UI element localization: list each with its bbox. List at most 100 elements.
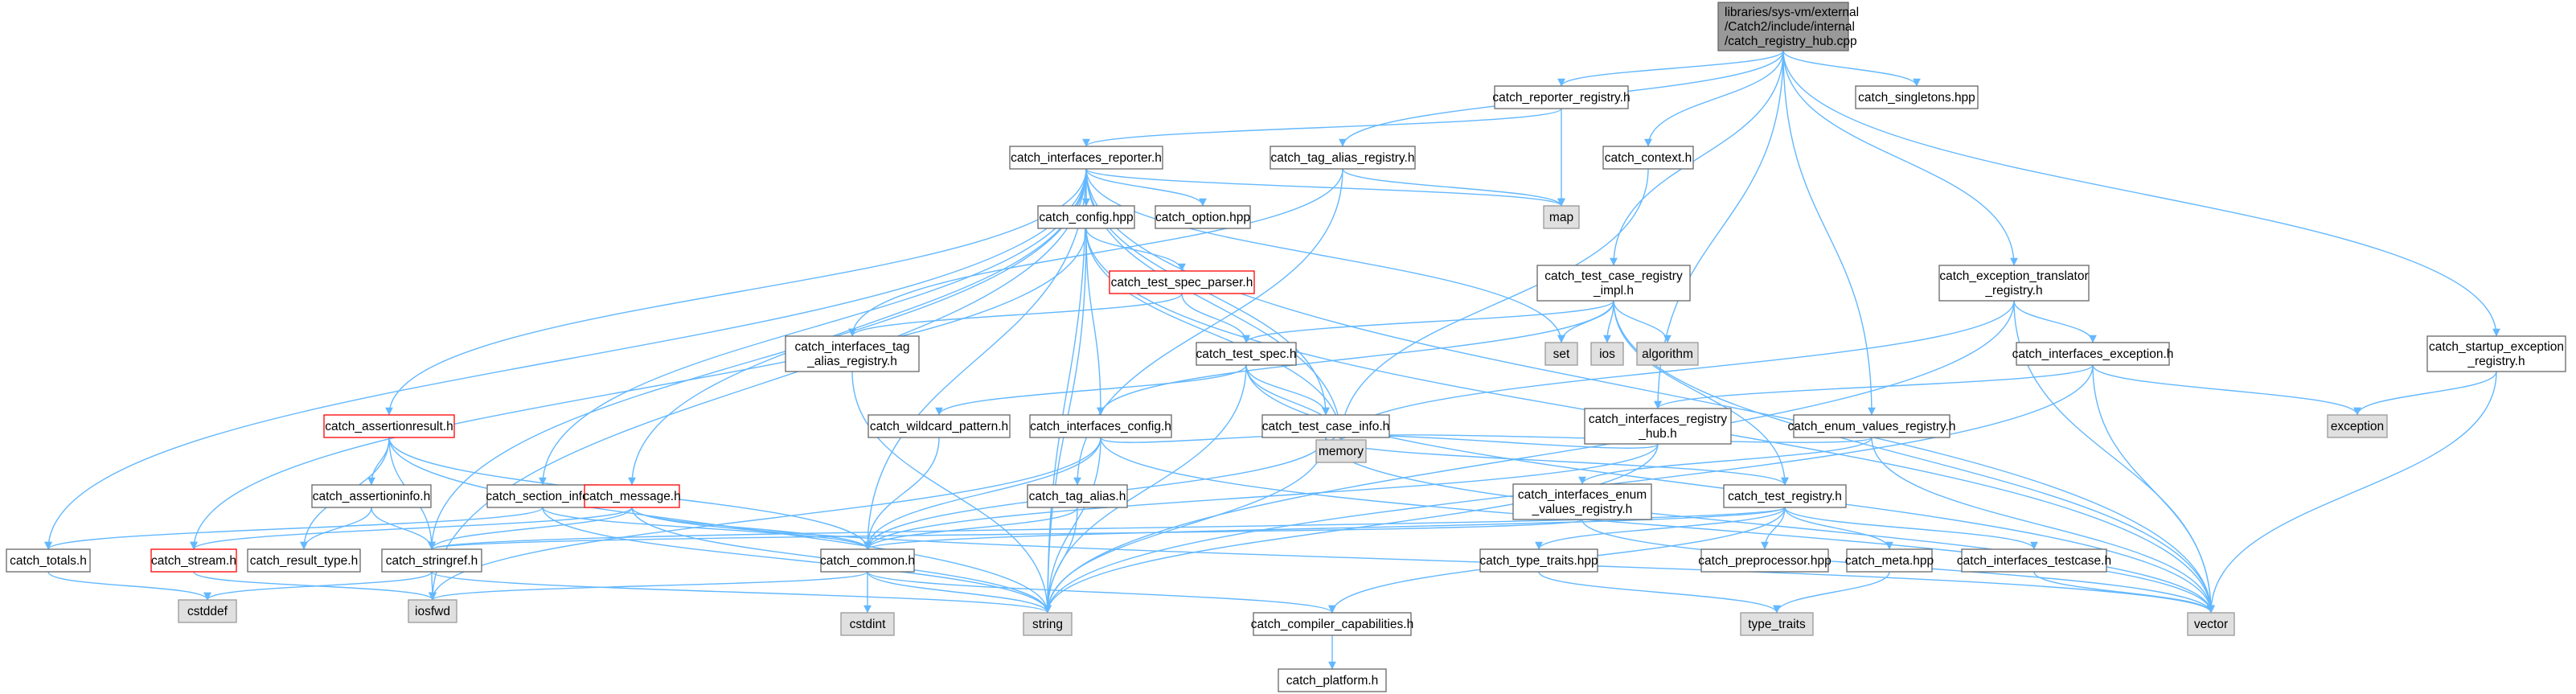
node-tag_alias[interactable]: catch_tag_alias.h: [1027, 484, 1128, 508]
edge-test_registry-to-stringref: [428, 507, 1786, 550]
node-interfaces_enum_values_registry[interactable]: catch_interfaces_enum_values_registry.h: [1512, 483, 1652, 520]
node-test_case_info[interactable]: catch_test_case_info.h: [1261, 414, 1390, 438]
edge-interfaces_config-to-common: [863, 437, 1101, 550]
node-box: [1536, 265, 1691, 302]
edge-assertionresult-to-assertioninfo: [367, 437, 390, 486]
node-label: _values_registry.h: [1532, 503, 1633, 516]
node-stream[interactable]: catch_stream.h: [150, 548, 237, 573]
edge-test_registry-to-preprocessor: [1761, 507, 1786, 550]
node-interfaces_exception[interactable]: catch_interfaces_exception.h: [2012, 342, 2174, 366]
edge-config-to-test_spec_parser: [1085, 228, 1186, 272]
edge-config-to-stream: [190, 228, 1087, 550]
node-box: [1740, 612, 1814, 636]
edge-message-to-vector: [631, 507, 2215, 614]
node-label: cstdint: [850, 618, 886, 631]
node-interfaces_reporter[interactable]: catch_interfaces_reporter.h: [1009, 146, 1163, 170]
node-meta[interactable]: catch_meta.hpp: [1845, 548, 1934, 573]
node-message[interactable]: catch_message.h: [583, 484, 681, 508]
node-map: map: [1543, 205, 1580, 229]
node-interfaces_testcase[interactable]: catch_interfaces_testcase.h: [1957, 548, 2111, 573]
node-label: catch_exception_translator: [1939, 269, 2088, 283]
node-section_info[interactable]: catch_section_info.h: [486, 484, 600, 508]
edge-test_spec-to-test_case_info: [1245, 364, 1330, 416]
node-box: [820, 548, 915, 573]
node-box: [1029, 414, 1172, 438]
node-context[interactable]: catch_context.h: [1602, 146, 1694, 170]
node-config[interactable]: catch_config.hpp: [1037, 205, 1135, 229]
node-test_spec[interactable]: catch_test_spec.h: [1196, 342, 1297, 366]
edge-root-to-context: [1644, 50, 1784, 147]
node-interfaces_registry_hub[interactable]: catch_interfaces_registry_hub.h: [1584, 408, 1732, 445]
node-totals[interactable]: catch_totals.h: [6, 548, 91, 573]
edge-message-to-stringref: [428, 507, 633, 550]
node-result_type[interactable]: catch_result_type.h: [247, 548, 361, 573]
edge-root-to-test_case_registry_impl: [1610, 50, 1784, 266]
node-interfaces_config[interactable]: catch_interfaces_config.h: [1029, 414, 1172, 438]
edge-interfaces_registry_hub-to-string: [1044, 443, 1659, 614]
node-compiler_capabilities[interactable]: catch_compiler_capabilities.h: [1251, 612, 1413, 636]
node-label: /catch_registry_hub.cpp: [1725, 35, 1857, 48]
node-preprocessor[interactable]: catch_preprocessor.hpp: [1698, 548, 1832, 573]
node-root[interactable]: libraries/sys-vm/external/Catch2/include…: [1717, 2, 1859, 51]
node-test_spec_parser[interactable]: catch_test_spec_parser.h: [1109, 270, 1255, 294]
node-interfaces_tag_alias_registry[interactable]: catch_interfaces_tag_alias_registry.h: [785, 335, 920, 372]
node-label: algorithm: [1642, 347, 1693, 361]
edge-test_case_info-to-vector: [1325, 437, 2215, 614]
node-reporter_registry[interactable]: catch_reporter_registry.h: [1492, 85, 1631, 109]
node-label: catch_interfaces_config.h: [1030, 420, 1171, 433]
node-vector: vector: [2187, 612, 2235, 636]
node-algorithm: algorithm: [1636, 342, 1699, 366]
node-label: catch_compiler_capabilities.h: [1251, 618, 1413, 631]
dependency-edges: [44, 50, 2500, 670]
node-assertionresult[interactable]: catch_assertionresult.h: [323, 414, 455, 438]
node-assertioninfo[interactable]: catch_assertioninfo.h: [311, 484, 432, 508]
node-label: catch_assertionresult.h: [325, 420, 453, 433]
node-box: [323, 414, 455, 438]
edge-tag_alias-to-common: [863, 507, 1078, 550]
node-tag_alias_registry[interactable]: catch_tag_alias_registry.h: [1270, 146, 1416, 170]
node-box: [1512, 483, 1652, 520]
node-label: iosfwd: [415, 605, 450, 618]
node-label: catch_type_traits.hpp: [1479, 554, 1598, 568]
node-common[interactable]: catch_common.h: [820, 548, 915, 573]
node-label: catch_message.h: [583, 490, 681, 503]
node-box: [1544, 342, 1578, 366]
node-platform[interactable]: catch_platform.h: [1278, 668, 1387, 692]
edge-stringref-to-iosfwd: [429, 571, 437, 601]
node-label: catch_meta.hpp: [1845, 554, 1934, 568]
node-box: [1584, 408, 1732, 445]
edge-meta-to-type_traits: [1773, 571, 1890, 614]
edge-startup_exception_registry-to-vector: [2207, 371, 2497, 614]
node-type_traits_hpp[interactable]: catch_type_traits.hpp: [1479, 548, 1598, 573]
edge-test_spec_parser-to-interfaces_tag_alias_registry: [848, 293, 1183, 337]
node-exception_translator_registry[interactable]: catch_exception_translator_registry.h: [1938, 265, 2090, 302]
node-box: [2187, 612, 2235, 636]
node-startup_exception_registry[interactable]: catch_startup_exception_registry.h: [2426, 335, 2566, 372]
node-stringref[interactable]: catch_stringref.h: [381, 548, 482, 573]
node-label: map: [1549, 211, 1573, 224]
node-label: catch_section_info.h: [486, 490, 599, 503]
node-box: [1261, 414, 1390, 438]
node-label: catch_common.h: [820, 554, 915, 568]
node-enum_values_registry[interactable]: catch_enum_values_registry.h: [1787, 414, 1956, 438]
node-box: [1270, 146, 1416, 170]
node-test_registry[interactable]: catch_test_registry.h: [1723, 484, 1847, 508]
edge-section_info-to-string: [542, 507, 1052, 614]
edge-interfaces_reporter-to-set: [1085, 168, 1565, 343]
node-test_case_registry_impl[interactable]: catch_test_case_registry_impl.h: [1536, 265, 1691, 302]
node-label: catch_assertioninfo.h: [313, 490, 430, 503]
node-box: [785, 335, 920, 372]
node-label: libraries/sys-vm/external: [1725, 6, 1859, 19]
edge-startup_exception_registry-to-exception: [2353, 371, 2497, 416]
edge-test_case_info-to-string: [1044, 437, 1327, 614]
node-wildcard_pattern[interactable]: catch_wildcard_pattern.h: [868, 414, 1011, 438]
node-box: [1723, 484, 1847, 508]
node-box: [1109, 270, 1255, 294]
node-label: _registry.h: [1984, 284, 2042, 298]
node-option[interactable]: catch_option.hpp: [1155, 205, 1251, 229]
node-label: _impl.h: [1593, 284, 1634, 298]
node-label: cstddef: [187, 605, 228, 618]
node-box: [1479, 548, 1598, 573]
edge-interfaces_exception-to-exception: [2092, 364, 2361, 416]
node-singletons[interactable]: catch_singletons.hpp: [1855, 85, 1979, 109]
